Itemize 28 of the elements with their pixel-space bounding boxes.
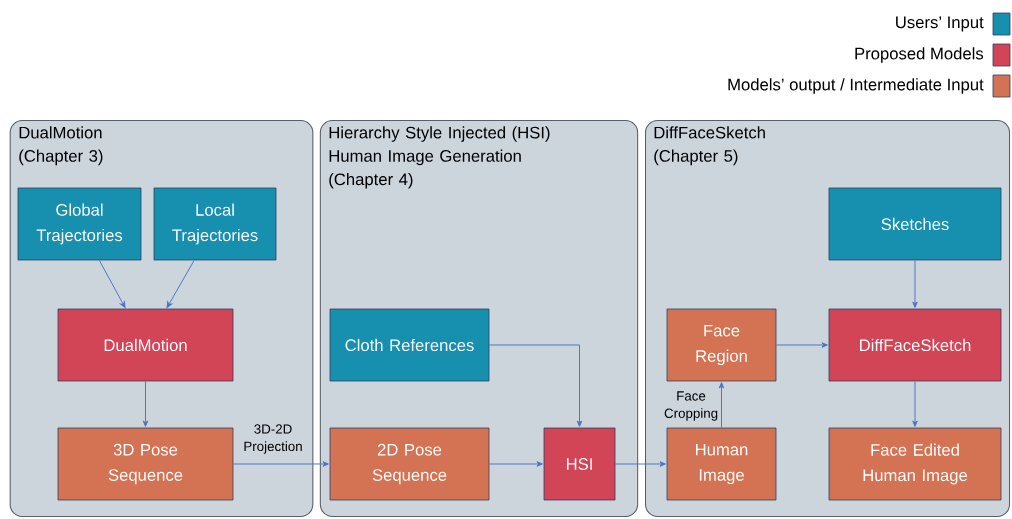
arrow: [232, 461, 329, 467]
arrow: [488, 344, 583, 427]
arrow: [98, 259, 126, 308]
data-box: Global Trajectories: [17, 187, 142, 261]
model-box: HSI: [543, 427, 616, 501]
arrow: [142, 380, 149, 427]
arrow: [488, 461, 543, 467]
arrow: [912, 259, 918, 308]
edge-label: 3D-2D Projection: [244, 424, 302, 454]
data-box: 2D Pose Sequence: [329, 427, 490, 501]
arrow: [775, 342, 828, 348]
data-box: 3D Pose Sequence: [57, 427, 234, 501]
data-box: Human Image: [666, 427, 777, 501]
data-box: Sketches: [828, 187, 1002, 261]
data-box: Face Region: [666, 308, 777, 382]
data-box: Local Trajectories: [153, 187, 277, 261]
data-box: Cloth References: [329, 308, 490, 382]
arrow: [166, 259, 195, 308]
arrow: [912, 380, 918, 427]
model-box: DiffFaceSketch: [828, 308, 1002, 382]
legend-label: Proposed Models: [855, 47, 984, 63]
edge-label: Face Cropping: [664, 391, 718, 421]
data-box: Face Edited Human Image: [828, 427, 1002, 501]
model-box: DualMotion: [57, 308, 234, 382]
arrow: [614, 461, 666, 467]
arrow: [718, 382, 725, 429]
legend-label: Users’ Input: [896, 16, 984, 32]
legend-label: Models’ output / Intermediate Input: [728, 78, 984, 94]
